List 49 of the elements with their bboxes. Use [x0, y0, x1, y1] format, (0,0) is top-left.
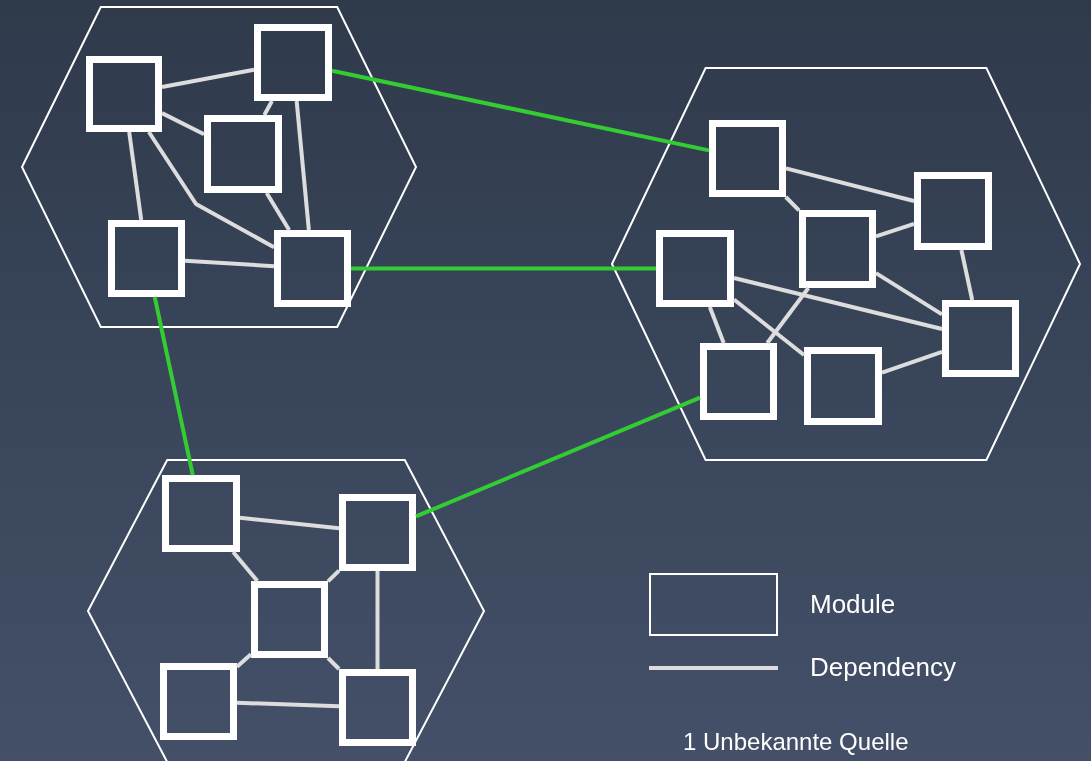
dependency-line: [326, 656, 341, 671]
dependency-line: [264, 191, 291, 232]
dependency-line: [161, 111, 205, 137]
dependency-line: [784, 195, 801, 212]
module-box: [339, 669, 416, 746]
dependency-line: [184, 258, 275, 269]
link-line: [351, 266, 656, 271]
link-line: [415, 395, 701, 519]
source-note: 1 Unbekannte Quelle: [683, 728, 909, 756]
dependency-line: [733, 276, 943, 331]
module-box: [160, 663, 237, 740]
dependency-line: [294, 100, 311, 231]
dependency-line: [161, 67, 255, 89]
legend-label: Dependency: [810, 652, 956, 683]
dependency-line: [326, 569, 341, 583]
module-box: [656, 230, 734, 307]
module-box: [700, 343, 777, 420]
dependency-line: [235, 652, 253, 669]
dependency-line: [231, 550, 259, 583]
dependency-line: [236, 700, 340, 709]
dependency-line: [732, 297, 806, 357]
dependency-line: [707, 306, 726, 344]
dependency-line: [239, 515, 340, 531]
link-line: [152, 296, 195, 476]
dependency-line: [147, 130, 275, 249]
module-box: [108, 220, 185, 297]
module-box: [274, 230, 351, 307]
dependency-line: [785, 166, 915, 203]
module-box: [204, 115, 282, 193]
dependency-line: [262, 100, 274, 116]
module-box: [804, 347, 882, 425]
module-box: [86, 56, 162, 132]
module-box: [709, 120, 786, 197]
module-box: [251, 581, 328, 658]
legend-label: Module: [810, 589, 896, 620]
module-box: [914, 172, 992, 250]
dependency-line: [881, 349, 943, 375]
link-line: [331, 68, 710, 153]
dependency-line: [959, 249, 975, 301]
module-box: [799, 210, 876, 288]
module-box: [254, 24, 332, 101]
dependency-line: [874, 271, 944, 317]
dependency-line: [375, 571, 380, 669]
dependency-line: [875, 221, 915, 239]
dependency-line: [765, 286, 810, 345]
dependency-line: [127, 131, 144, 221]
module-box: [942, 300, 1019, 377]
module-box: [339, 494, 416, 571]
module-box: [162, 475, 240, 552]
